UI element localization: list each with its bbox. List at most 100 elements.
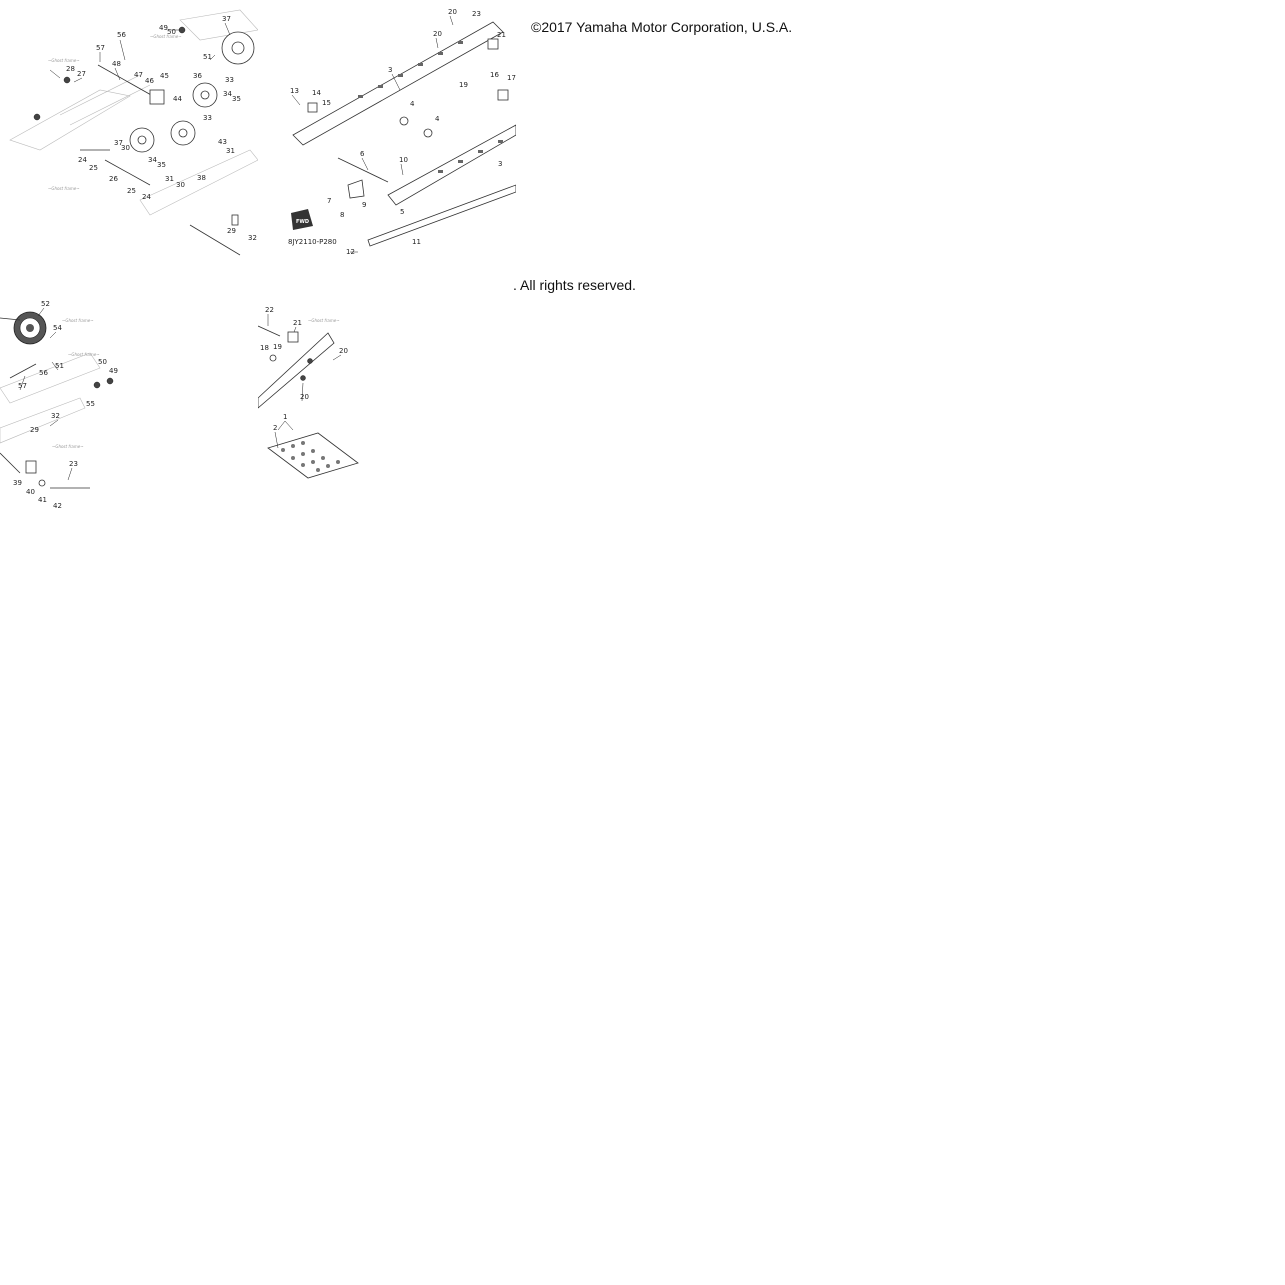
drive-sprocket <box>13 311 47 345</box>
bracket <box>149 89 165 105</box>
callout: 19 <box>459 81 468 89</box>
callout: 16 <box>490 71 499 79</box>
diagram-code: 8JY2110-P280 <box>288 238 337 246</box>
callout: 35 <box>157 161 166 169</box>
slide-rail-right <box>387 124 516 206</box>
callout: 4 <box>410 100 415 108</box>
callout: 33 <box>225 76 234 84</box>
nut <box>93 381 101 389</box>
fwd-badge: FWD <box>291 209 313 230</box>
idler-wheel-hub <box>137 135 147 145</box>
callout: 55 <box>86 400 95 408</box>
callout: 31 <box>226 147 235 155</box>
callout: 27 <box>77 70 86 78</box>
diagram-tile-top-left: ~Ghost frame~ ~Ghost frame~ ~Ghost frame… <box>0 0 258 258</box>
callout: 23 <box>69 460 78 468</box>
spacer-block <box>487 38 499 50</box>
spacer-block <box>307 102 318 113</box>
callout: 51 <box>55 362 64 370</box>
frame-outline <box>179 9 258 41</box>
callout: 31 <box>165 175 174 183</box>
callout: 5 <box>400 208 404 216</box>
frame-brand-text: ~Ghost frame~ <box>52 444 84 449</box>
callout: 34 <box>223 90 232 98</box>
callout: 29 <box>227 227 236 235</box>
axle-shaft <box>0 452 21 474</box>
callout: 54 <box>53 324 62 332</box>
frame-brand-text: ~Ghost frame~ <box>150 34 182 39</box>
frame-outline <box>9 89 131 151</box>
bushing <box>25 460 37 474</box>
callout: 37 <box>222 15 231 23</box>
callout: 29 <box>30 426 39 434</box>
callout: 6 <box>360 150 365 158</box>
callout: 47 <box>134 71 143 79</box>
callout-labels: 56 57 48 47 46 45 44 49 50 37 51 36 33 3… <box>66 15 257 242</box>
callout: 50 <box>98 358 107 366</box>
leader-lines <box>291 15 454 253</box>
diagram-tile-top-right: FWD 8JY2110-P280 20 23 20 21 3 19 16 17 … <box>258 0 516 258</box>
callout: 20 <box>339 347 348 355</box>
diagram-tile-bottom-left: ~Ghost frame~ ~Ghost frame~ ~Ghost frame… <box>0 258 258 516</box>
frame-brand-text: ~Ghost frame~ <box>48 58 80 63</box>
axle-shaft <box>189 224 241 256</box>
callout: 25 <box>89 164 98 172</box>
callout: 25 <box>127 187 136 195</box>
callout: 2 <box>273 424 277 432</box>
callout: 20 <box>300 393 309 401</box>
callout: 3 <box>388 66 392 74</box>
washer <box>423 128 433 138</box>
diagram-tile-bottom-right: ~Ghost frame~ 22 21 18 19 20 20 1 2 <box>258 258 516 516</box>
callout: 57 <box>96 44 105 52</box>
callout: 14 <box>312 89 321 97</box>
stopper-block <box>347 179 365 199</box>
nut <box>33 113 41 121</box>
exploded-view-slide-rails: FWD 8JY2110-P280 20 23 20 21 3 19 16 17 … <box>288 8 516 256</box>
frame-outline <box>139 149 258 216</box>
callout: 24 <box>142 193 151 201</box>
callout: 46 <box>145 77 154 85</box>
large-idler-wheel-hub <box>231 41 245 55</box>
frame-outline <box>0 397 86 444</box>
callout: 3 <box>498 160 502 168</box>
callout: 35 <box>232 95 241 103</box>
callout: 40 <box>26 488 35 496</box>
slide-rail-left <box>292 21 504 146</box>
callout: 52 <box>41 300 50 308</box>
callout: 7 <box>327 197 331 205</box>
cross-shaft <box>337 157 389 183</box>
callout: 23 <box>472 10 481 18</box>
slider-kit-studs <box>281 441 340 472</box>
callout: 37 <box>114 139 123 147</box>
callout: 17 <box>507 74 516 82</box>
bolt <box>9 363 37 379</box>
callout: 22 <box>265 306 274 314</box>
idler-wheel-hub <box>200 90 210 100</box>
callout: 1 <box>283 413 287 421</box>
callout: 50 <box>167 28 176 36</box>
callout: 57 <box>18 382 27 390</box>
callout: 56 <box>117 31 126 39</box>
callout: 28 <box>66 65 75 73</box>
callout: 24 <box>78 156 87 164</box>
bolt-head <box>307 358 313 364</box>
axle-shaft <box>258 325 281 337</box>
exploded-view-rear-axle: ~Ghost frame~ ~Ghost frame~ ~Ghost frame… <box>9 9 258 256</box>
rights-reserved-text: . All rights reserved. <box>513 277 636 293</box>
callout: 38 <box>197 174 206 182</box>
callout-labels: 22 21 18 19 20 20 1 2 <box>260 306 348 432</box>
washer <box>38 479 46 487</box>
callout: 11 <box>412 238 421 246</box>
callout: 15 <box>322 99 331 107</box>
frame-brand-text: ~Ghost frame~ <box>68 352 100 357</box>
callout: 4 <box>435 115 440 123</box>
leader-lines <box>49 22 231 83</box>
wear-strip <box>367 184 516 247</box>
spacer-block <box>287 331 299 343</box>
frame-outline <box>0 352 101 404</box>
slider-kit <box>267 432 359 479</box>
callout: 10 <box>399 156 408 164</box>
axle-shaft <box>104 159 151 186</box>
callout: 9 <box>362 201 366 209</box>
frame-brand-text: ~Ghost frame~ <box>308 318 340 323</box>
